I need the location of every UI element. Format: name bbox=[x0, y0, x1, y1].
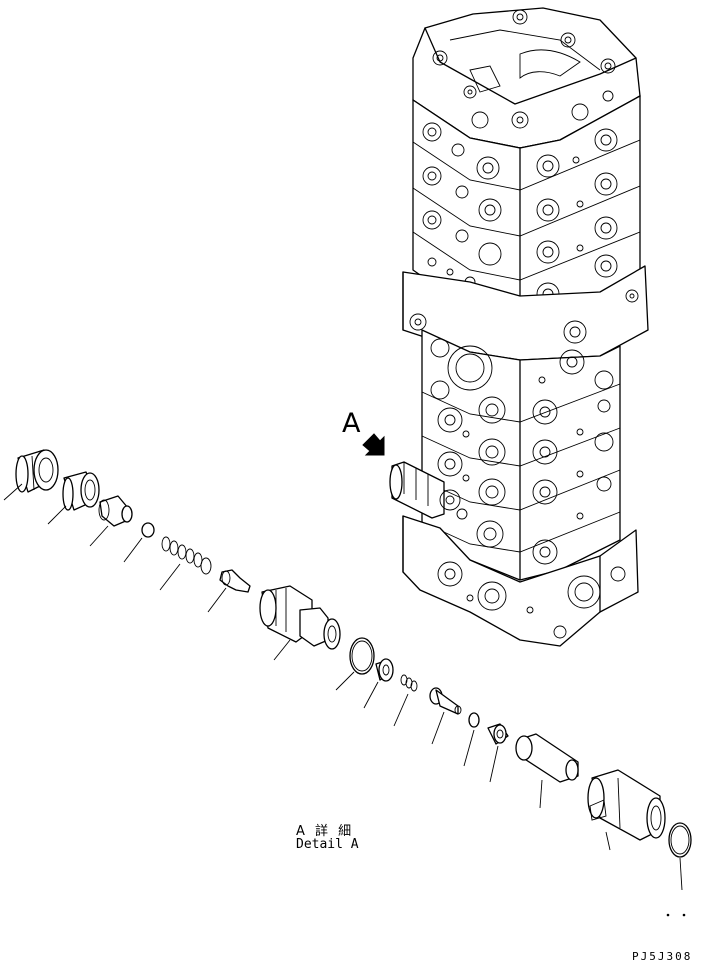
o-ring-inner bbox=[351, 640, 373, 672]
cap-ring bbox=[62, 471, 100, 511]
leader-line bbox=[431, 711, 445, 745]
small-ring bbox=[468, 712, 480, 728]
end-o-ring-inner bbox=[670, 825, 690, 855]
retainer bbox=[375, 658, 394, 682]
control-valve-assembly bbox=[389, 7, 649, 647]
spring bbox=[161, 536, 212, 575]
drawing-code: PJ5J308 bbox=[632, 950, 693, 963]
plug bbox=[587, 769, 666, 841]
lock-nut bbox=[15, 449, 59, 493]
sleeve bbox=[98, 495, 133, 527]
leader-line bbox=[679, 857, 683, 891]
spacer bbox=[487, 723, 509, 745]
detail-title-english: Detail A bbox=[296, 837, 359, 852]
leader-line bbox=[335, 671, 355, 691]
leader-line bbox=[159, 563, 181, 591]
leader-line bbox=[363, 681, 379, 709]
leader-line bbox=[207, 587, 227, 613]
spool bbox=[515, 733, 579, 783]
leader-line bbox=[273, 639, 291, 661]
leader-line bbox=[3, 483, 23, 501]
plunger bbox=[429, 687, 462, 715]
poppet bbox=[219, 569, 251, 593]
dot-mark bbox=[682, 913, 686, 917]
leader-line bbox=[393, 693, 409, 727]
detail-title-japanese: A 詳 細 bbox=[296, 824, 355, 839]
small-spring bbox=[400, 674, 418, 692]
leader-line bbox=[539, 779, 543, 809]
callout-label-a: A bbox=[342, 408, 361, 439]
leader-line bbox=[89, 525, 109, 547]
leader-line bbox=[605, 831, 611, 851]
dot-mark bbox=[666, 913, 670, 917]
leader-line bbox=[47, 505, 67, 525]
small-o-ring bbox=[141, 522, 155, 538]
leader-line bbox=[123, 537, 143, 563]
o-ring bbox=[349, 637, 375, 675]
valve-body bbox=[259, 585, 341, 650]
view-direction-arrow-icon bbox=[362, 433, 385, 456]
leader-line bbox=[463, 729, 475, 767]
end-o-ring bbox=[668, 822, 692, 858]
leader-line bbox=[489, 745, 499, 783]
